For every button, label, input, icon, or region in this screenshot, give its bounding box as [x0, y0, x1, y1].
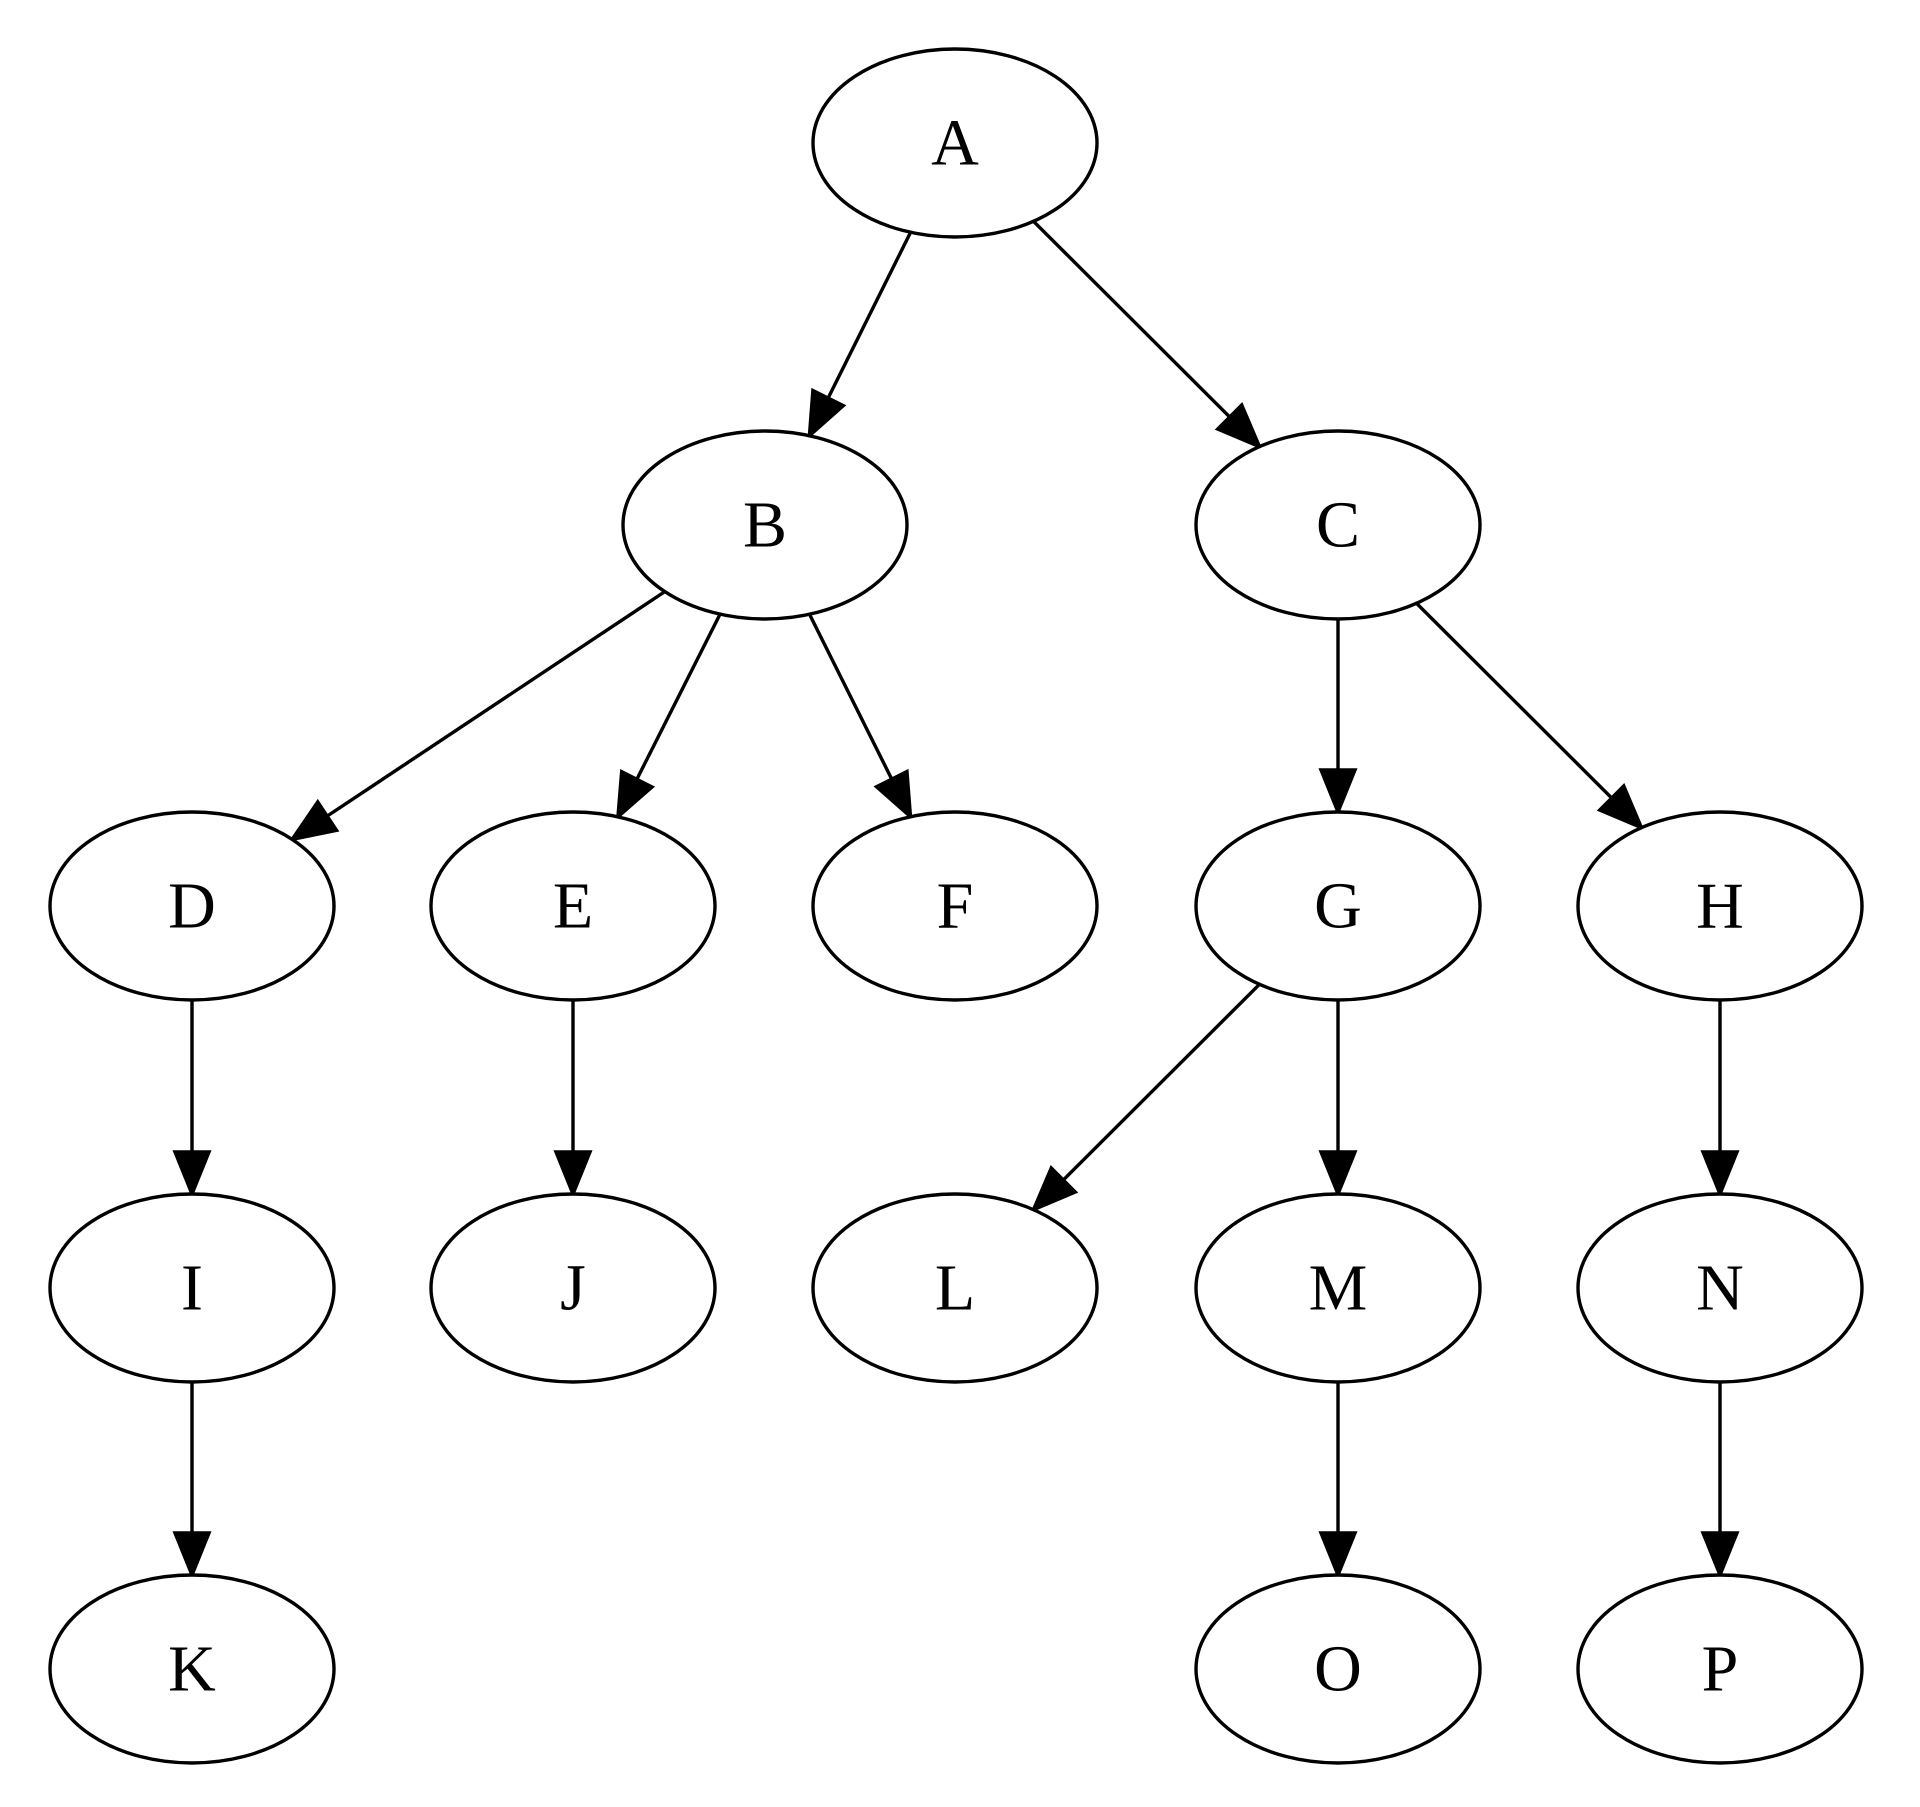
- edge-G-L: [1030, 983, 1261, 1213]
- node-J: J: [429, 1192, 717, 1384]
- node-B: B: [621, 429, 909, 621]
- edge-B-E: [615, 613, 722, 821]
- node-label-I: I: [181, 1252, 203, 1325]
- edge-B-F: [807, 613, 913, 821]
- edge-G-M: [1318, 1000, 1358, 1199]
- node-N: N: [1576, 1192, 1864, 1384]
- edge-line-A-B: [826, 231, 913, 399]
- edge-line-B-D: [326, 590, 666, 818]
- node-H: H: [1576, 810, 1864, 1002]
- arrowhead-B-F: [873, 768, 913, 821]
- edge-line-C-H: [1415, 602, 1613, 800]
- edge-line-B-F: [807, 613, 894, 780]
- edge-line-B-E: [635, 613, 722, 781]
- node-label-N: N: [1696, 1252, 1744, 1325]
- node-ellipse-P: [1576, 1573, 1864, 1765]
- arrowhead-A-B: [807, 387, 847, 440]
- node-ellipse-J: [429, 1192, 717, 1384]
- node-O: O: [1194, 1573, 1482, 1765]
- arrowhead-D-I: [172, 1150, 212, 1199]
- node-ellipse-N: [1576, 1192, 1864, 1384]
- arrowhead-C-H: [1596, 782, 1645, 831]
- arrowhead-M-O: [1318, 1531, 1358, 1580]
- node-G: G: [1194, 810, 1482, 1002]
- node-label-J: J: [560, 1252, 586, 1325]
- node-ellipse-B: [621, 429, 909, 621]
- edges-layer: [172, 220, 1740, 1580]
- node-label-O: O: [1314, 1633, 1362, 1706]
- arrowhead-H-N: [1700, 1150, 1740, 1199]
- arrowhead-C-G: [1318, 768, 1358, 817]
- node-label-K: K: [168, 1633, 216, 1706]
- node-P: P: [1576, 1573, 1864, 1765]
- node-ellipse-F: [811, 810, 1099, 1002]
- node-label-F: F: [937, 870, 974, 943]
- edge-B-D: [288, 590, 666, 842]
- node-label-B: B: [743, 489, 787, 562]
- node-label-G: G: [1314, 870, 1362, 943]
- edge-I-K: [172, 1382, 212, 1580]
- arrowhead-I-K: [172, 1531, 212, 1580]
- node-ellipse-G: [1194, 810, 1482, 1002]
- node-ellipse-E: [429, 810, 717, 1002]
- node-label-A: A: [931, 107, 979, 180]
- node-ellipse-M: [1194, 1192, 1482, 1384]
- node-ellipse-D: [48, 810, 336, 1002]
- node-L: L: [811, 1192, 1099, 1384]
- node-A: A: [811, 47, 1099, 239]
- arrowhead-N-P: [1700, 1531, 1740, 1580]
- arrowhead-G-M: [1318, 1150, 1358, 1199]
- node-I: I: [48, 1192, 336, 1384]
- edge-M-O: [1318, 1382, 1358, 1580]
- edge-line-G-L: [1062, 983, 1261, 1182]
- edge-line-A-C: [1032, 220, 1231, 419]
- node-C: C: [1194, 429, 1482, 621]
- node-label-C: C: [1316, 489, 1360, 562]
- edge-N-P: [1700, 1382, 1740, 1580]
- node-ellipse-I: [48, 1192, 336, 1384]
- arrowhead-G-L: [1030, 1164, 1079, 1213]
- node-ellipse-H: [1576, 810, 1864, 1002]
- arrowhead-E-J: [553, 1150, 593, 1199]
- node-ellipse-K: [48, 1573, 336, 1765]
- edge-A-C: [1032, 220, 1263, 450]
- node-label-L: L: [935, 1252, 975, 1325]
- edge-A-B: [807, 231, 913, 440]
- node-label-H: H: [1696, 870, 1744, 943]
- arrowhead-A-C: [1214, 401, 1263, 450]
- nodes-layer: A B C D E F G H I J L M N K O P: [48, 47, 1864, 1765]
- edge-E-J: [553, 1000, 593, 1199]
- node-M: M: [1194, 1192, 1482, 1384]
- arrowhead-B-D: [288, 798, 340, 842]
- node-ellipse-O: [1194, 1573, 1482, 1765]
- node-label-M: M: [1309, 1252, 1368, 1325]
- node-ellipse-C: [1194, 429, 1482, 621]
- edge-C-G: [1318, 619, 1358, 817]
- edge-C-H: [1415, 602, 1645, 831]
- node-ellipse-A: [811, 47, 1099, 239]
- node-D: D: [48, 810, 336, 1002]
- arrowhead-B-E: [615, 769, 656, 821]
- node-E: E: [429, 810, 717, 1002]
- node-label-P: P: [1702, 1633, 1739, 1706]
- node-K: K: [48, 1573, 336, 1765]
- node-label-D: D: [168, 870, 216, 943]
- node-ellipse-L: [811, 1192, 1099, 1384]
- edge-D-I: [172, 1000, 212, 1199]
- node-label-E: E: [553, 870, 593, 943]
- node-F: F: [811, 810, 1099, 1002]
- edge-H-N: [1700, 1000, 1740, 1199]
